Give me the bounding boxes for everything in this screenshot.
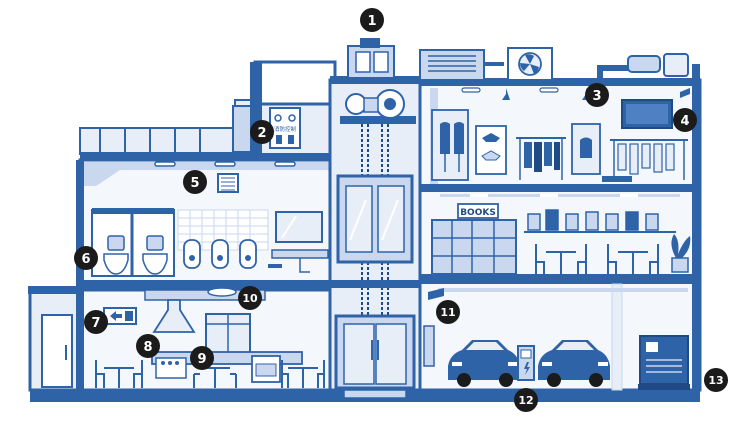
restaurant-area [95,287,325,388]
svg-text:2: 2 [257,126,266,141]
callout-4: 4 [673,108,697,132]
annex-building [28,286,84,392]
svg-text:6: 6 [81,252,90,267]
svg-text:1: 1 [367,14,376,29]
callout-2: 2 [250,120,274,144]
svg-text:7: 7 [91,316,100,331]
urinal-3 [239,239,257,269]
callout-markers: 1 2 3 4 5 6 7 8 9 10 11 12 13 [74,8,728,412]
potted-plant [671,234,691,273]
callout-13: 13 [704,368,728,392]
fire-control-room: 消防控制 [232,60,337,155]
elevator-shaft [328,38,426,399]
urinal-2 [211,239,229,269]
bookstore: BOOKS [431,194,691,275]
callout-7: 7 [84,310,108,334]
svg-text:11: 11 [440,306,455,319]
toilet-2 [142,235,168,275]
parking-garage [423,283,690,391]
callout-5: 5 [183,170,207,194]
parked-car-1 [448,340,520,387]
svg-text:12: 12 [518,394,533,407]
ceiling-lamp [207,287,237,297]
callout-1: 1 [360,8,384,32]
urinal-1 [183,239,201,269]
exhaust-fan [217,173,239,193]
annex-door [41,314,73,388]
traction-motor [345,93,367,115]
toilet-1 [103,235,129,275]
svg-text:3: 3 [592,89,601,104]
fire-control-panel-text: 消防控制 [274,125,297,133]
security-camera [680,88,690,98]
bookshelf [431,219,517,275]
rooftop-ac-unit [419,49,485,81]
sink-counter [271,249,329,259]
callout-3: 3 [585,83,609,107]
callout-6: 6 [74,246,98,270]
callout-9: 9 [190,346,214,370]
clothing-store [430,87,690,184]
svg-text:5: 5 [190,176,199,191]
restroom-area [91,161,329,277]
svg-text:4: 4 [680,114,689,129]
books-sign-text: BOOKS [460,208,496,218]
books-sign [457,203,499,219]
callout-8: 8 [136,334,160,358]
electrical-cabinet [638,335,690,390]
exit-sign-icon [103,307,137,325]
callout-11: 11 [436,300,460,324]
svg-text:9: 9 [197,352,206,367]
svg-text:10: 10 [242,292,258,305]
svg-text:8: 8 [143,340,152,355]
parked-car-2 [538,340,610,387]
garage-camera [428,288,444,300]
ventilation-duct [144,289,266,301]
spotlight-1 [502,88,510,100]
callout-10: 10 [238,286,262,310]
callout-12: 12 [514,388,538,412]
ev-charging-icon [517,345,535,381]
svg-text:13: 13 [708,374,723,387]
